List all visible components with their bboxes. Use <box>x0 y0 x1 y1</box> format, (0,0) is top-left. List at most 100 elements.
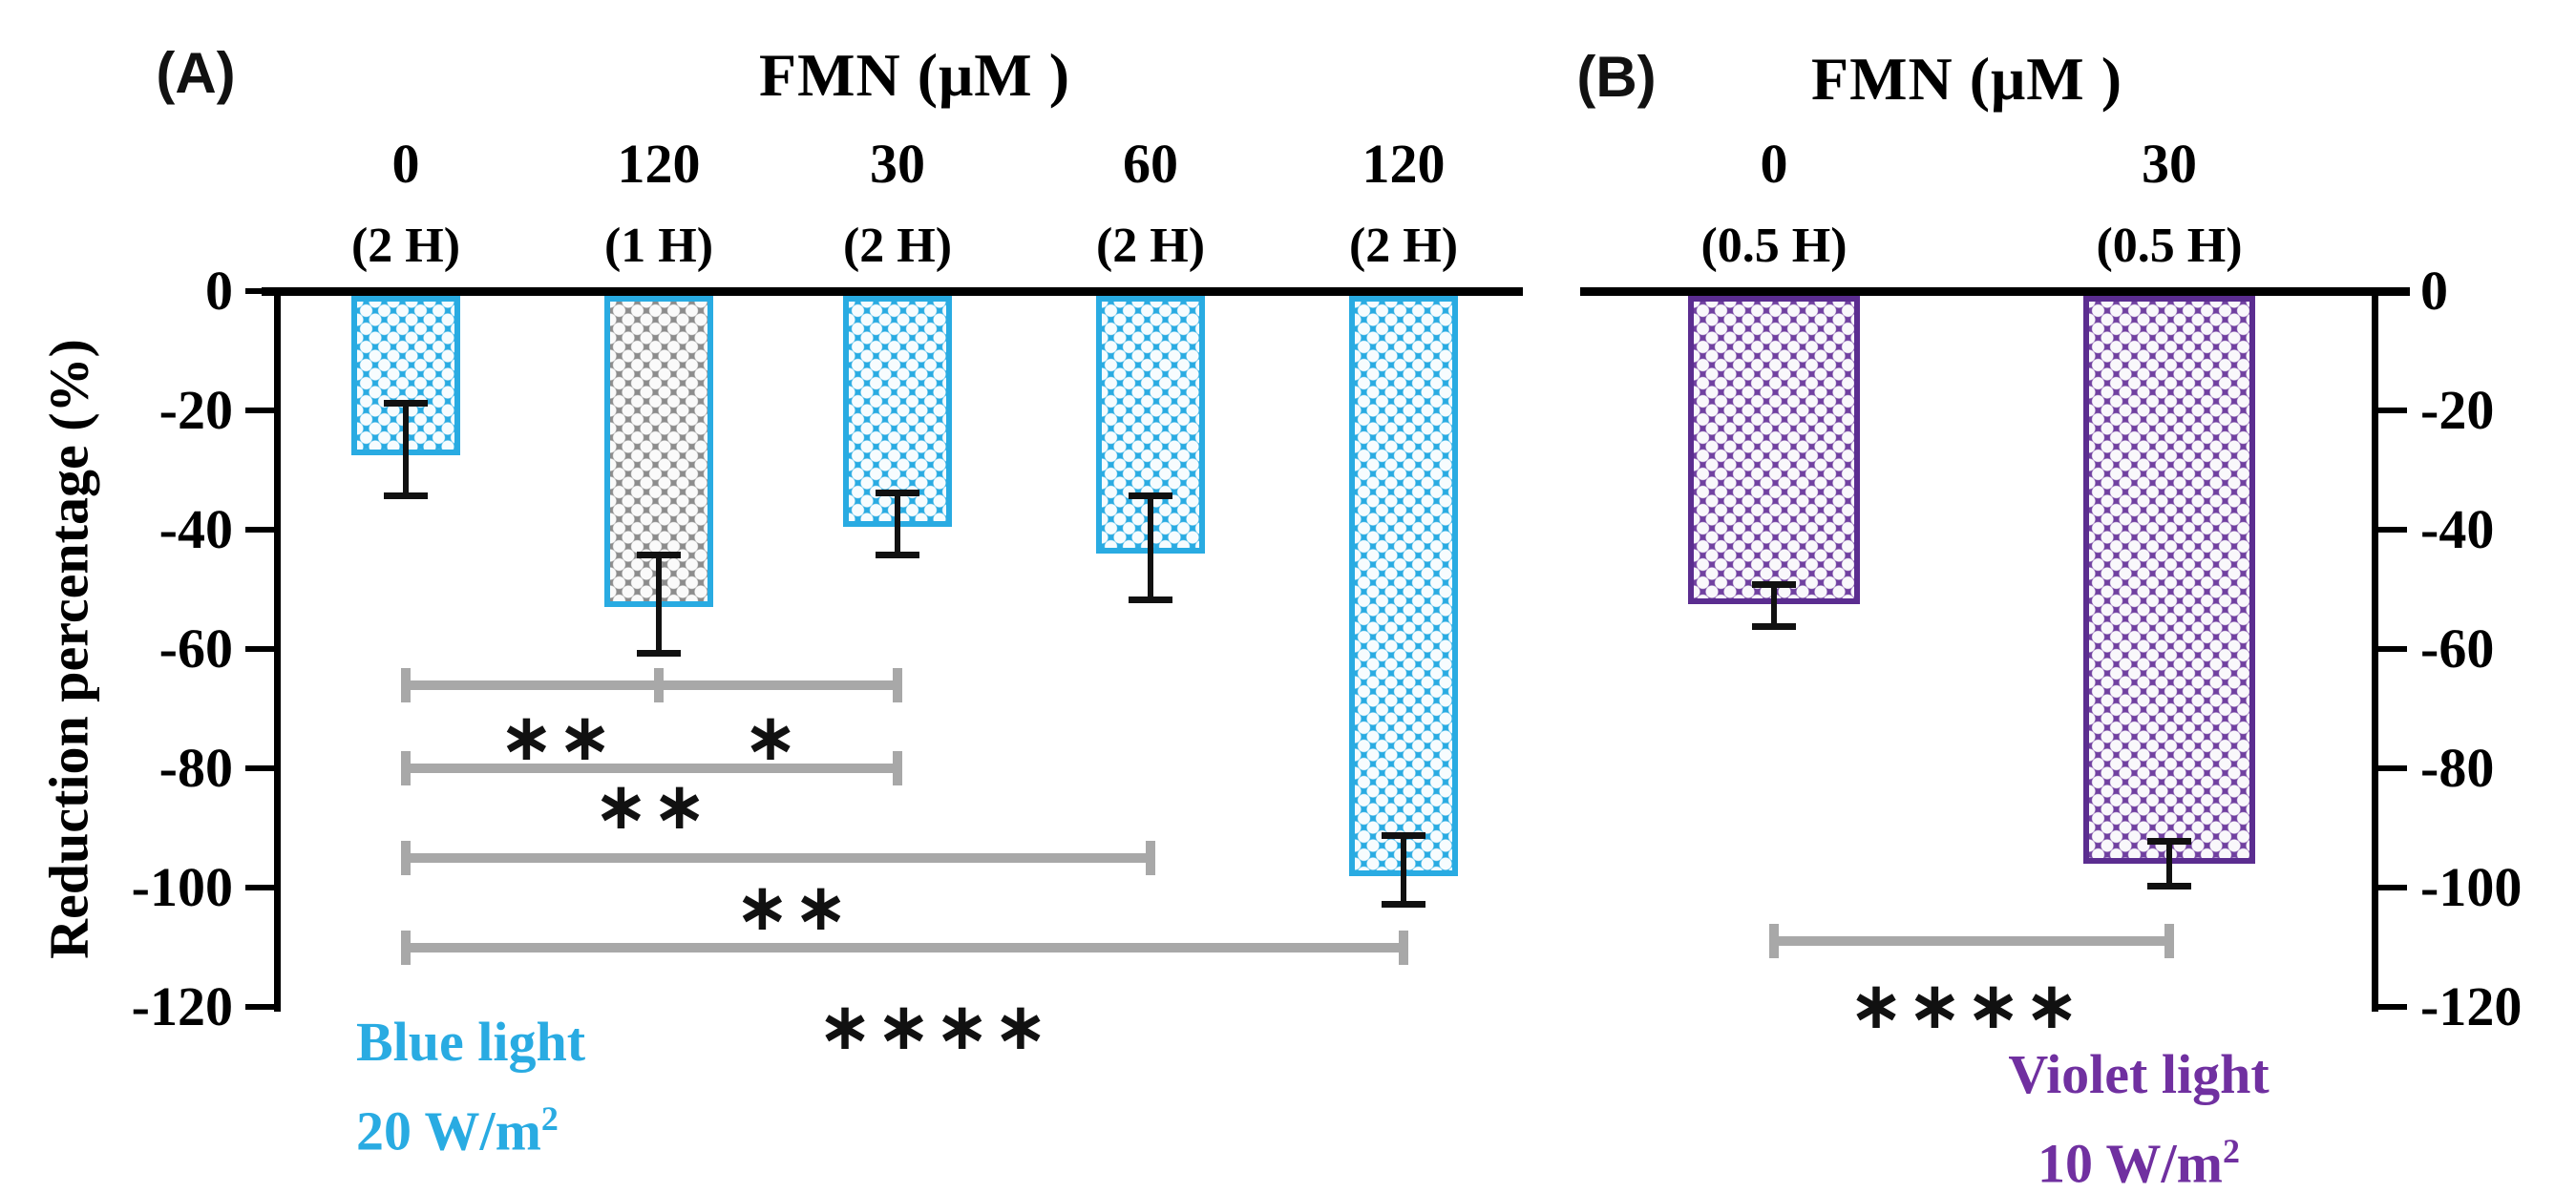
tick-label: -40 <box>158 498 233 560</box>
error-bar-bottom-cap <box>876 552 919 558</box>
tick-label: -60 <box>158 617 233 680</box>
tick-label: -20 <box>2420 379 2495 441</box>
error-bar <box>1771 586 1777 625</box>
error-bar-bottom-cap <box>1129 596 1172 603</box>
axis-tick <box>245 765 274 771</box>
y-axis-line <box>274 287 281 1012</box>
error-bar <box>656 556 662 653</box>
error-bar-bottom-cap <box>384 492 428 499</box>
significance-bracket-left-cap <box>401 667 411 702</box>
category-time-label: (2 H) <box>842 219 953 273</box>
significance-bracket-right-cap <box>1399 930 1408 965</box>
significance-bracket <box>659 680 897 690</box>
significance-bracket <box>406 680 659 690</box>
category-time-label: (0.5 H) <box>2096 219 2243 273</box>
blue-light-line2: 20 W/m2 <box>356 1099 559 1162</box>
axis-tick <box>2378 527 2407 533</box>
superscript-2: 2 <box>540 1099 559 1138</box>
significance-bracket <box>406 764 897 773</box>
error-bar-top-cap <box>876 489 919 496</box>
panel-b-letter: (B) <box>1576 45 1657 109</box>
y-axis-line <box>2372 287 2378 1012</box>
significance-stars: ∗∗∗∗ <box>818 992 1053 1062</box>
significance-bracket-right-cap <box>2164 924 2174 959</box>
error-bar <box>2166 843 2172 885</box>
tick-label: -80 <box>2420 737 2495 799</box>
axis-tick <box>2378 646 2407 652</box>
significance-stars: ∗∗∗∗ <box>1849 972 2084 1041</box>
superscript-2: 2 <box>2222 1132 2240 1170</box>
violet-light-note: Violet light 10 W/m2 <box>2008 1036 2269 1193</box>
significance-bracket <box>406 942 1404 952</box>
panel-b-title: FMN (μM ) <box>1810 45 2123 113</box>
category-time-label: (2 H) <box>350 219 461 273</box>
category-concentration-label: 0 <box>1760 133 1788 195</box>
error-bar-top-cap <box>1129 492 1172 499</box>
significance-bracket <box>406 852 1151 863</box>
axis-tick <box>245 288 274 294</box>
error-bar-bottom-cap <box>2147 882 2191 890</box>
category-time-label: (0.5 H) <box>1700 219 1848 273</box>
significance-bracket-right-cap <box>1146 840 1155 875</box>
category-concentration-label: 60 <box>1123 133 1178 195</box>
bar <box>1688 296 1860 605</box>
axis-tick <box>245 408 274 413</box>
category-time-label: (2 H) <box>1095 219 1206 273</box>
tick-label: -40 <box>2420 498 2495 560</box>
error-bar-top-cap <box>384 399 428 407</box>
tick-label: -120 <box>131 975 233 1037</box>
error-bar <box>1401 836 1406 903</box>
significance-stars: ∗∗ <box>499 702 618 773</box>
axis-tick <box>2378 408 2407 413</box>
bar <box>1349 296 1458 876</box>
significance-bracket-left-cap <box>401 840 411 875</box>
error-bar-top-cap <box>1752 581 1796 589</box>
significance-stars: ∗ <box>744 702 803 773</box>
category-time-label: (2 H) <box>1348 219 1459 273</box>
violet-light-line2: 10 W/m2 <box>2038 1132 2240 1193</box>
significance-bracket <box>1774 936 2169 947</box>
error-bar <box>403 404 409 494</box>
blue-light-note: Blue light 20 W/m2 <box>356 1004 585 1169</box>
violet-light-line1: Violet light <box>2008 1043 2270 1105</box>
error-bar-top-cap <box>637 552 681 559</box>
axis-tick <box>245 527 274 533</box>
bar <box>2083 296 2255 864</box>
tick-label: 0 <box>205 260 233 322</box>
significance-bracket-right-cap <box>893 667 902 702</box>
tick-label: 0 <box>2420 260 2448 322</box>
category-concentration-label: 120 <box>617 133 701 195</box>
axis-tick <box>2378 1004 2407 1010</box>
axis-tick <box>245 885 274 890</box>
error-bar-top-cap <box>1382 831 1425 839</box>
tick-label: -100 <box>2420 856 2523 918</box>
error-bar-bottom-cap <box>637 650 681 658</box>
tick-label: -20 <box>158 379 233 441</box>
significance-bracket-left-cap <box>1769 924 1779 959</box>
panel-a-title: FMN (μM ) <box>758 41 1071 109</box>
axis-tick <box>245 646 274 652</box>
x-axis-line <box>1580 287 2410 296</box>
panel-a-letter: (A) <box>156 41 236 105</box>
category-time-label: (1 H) <box>603 219 714 273</box>
category-concentration-label: 30 <box>870 133 925 195</box>
bar <box>604 296 713 608</box>
axis-tick <box>2378 765 2407 771</box>
significance-bracket-left-cap <box>401 751 411 785</box>
significance-bracket-right-cap <box>893 751 902 785</box>
tick-label: -60 <box>2420 617 2495 680</box>
blue-light-line1: Blue light <box>356 1011 586 1073</box>
tick-label: -120 <box>2420 975 2523 1037</box>
error-bar <box>895 493 900 554</box>
error-bar-bottom-cap <box>1752 623 1796 630</box>
axis-tick <box>245 1004 274 1010</box>
axis-tick <box>2378 288 2407 294</box>
significance-stars: ∗∗ <box>735 872 854 943</box>
category-concentration-label: 0 <box>391 133 420 195</box>
category-concentration-label: 120 <box>1362 133 1446 195</box>
error-bar-bottom-cap <box>1382 900 1425 908</box>
category-concentration-label: 30 <box>2142 133 2197 195</box>
tick-label: -100 <box>131 856 233 918</box>
tick-label: -80 <box>158 737 233 799</box>
